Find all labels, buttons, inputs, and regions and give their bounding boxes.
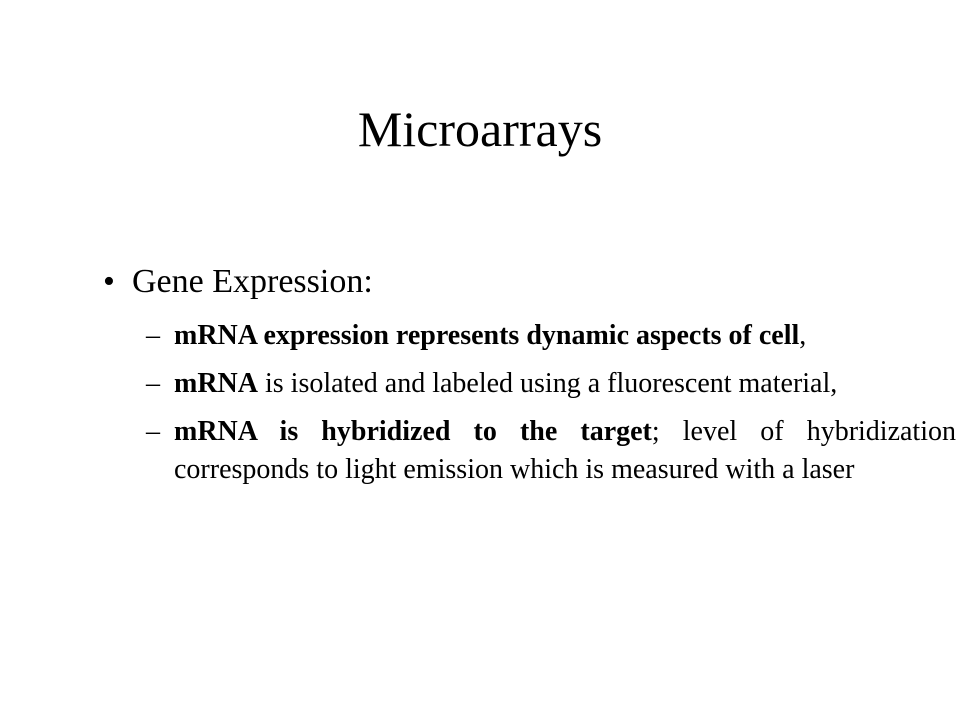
bold-text: mRNA is hybridized to the target xyxy=(174,416,652,447)
sub-bullet-item: – mRNA is isolated and labeled using a f… xyxy=(146,365,956,403)
bold-text: mRNA xyxy=(174,368,258,399)
bullet-text: Gene Expression: xyxy=(132,263,373,300)
dash-marker: – xyxy=(146,368,160,399)
dash-marker: – xyxy=(146,416,160,447)
slide-title: Microarrays xyxy=(357,101,603,157)
dash-marker: – xyxy=(146,320,160,351)
sub-bullet-text: mRNA is isolated and labeled using a flu… xyxy=(174,365,956,403)
bullet-gene-expression: • Gene Expression: xyxy=(103,257,373,307)
sub-bullet-list: – mRNA expression represents dynamic asp… xyxy=(146,317,956,499)
plain-text: , xyxy=(799,320,807,351)
bullet-marker: • xyxy=(103,263,115,300)
bold-text: mRNA expression represents dynamic aspec… xyxy=(174,320,800,351)
sub-bullet-item: – mRNA is hybridized to the target; leve… xyxy=(146,413,956,489)
sub-bullet-item: – mRNA expression represents dynamic asp… xyxy=(146,317,956,355)
sub-bullet-text: mRNA is hybridized to the target; level … xyxy=(174,413,956,489)
plain-text: ; level of hybridization corresponds to … xyxy=(174,416,956,485)
plain-text: is isolated and labeled using a fluoresc… xyxy=(258,368,838,399)
sub-bullet-text: mRNA expression represents dynamic aspec… xyxy=(174,317,956,355)
